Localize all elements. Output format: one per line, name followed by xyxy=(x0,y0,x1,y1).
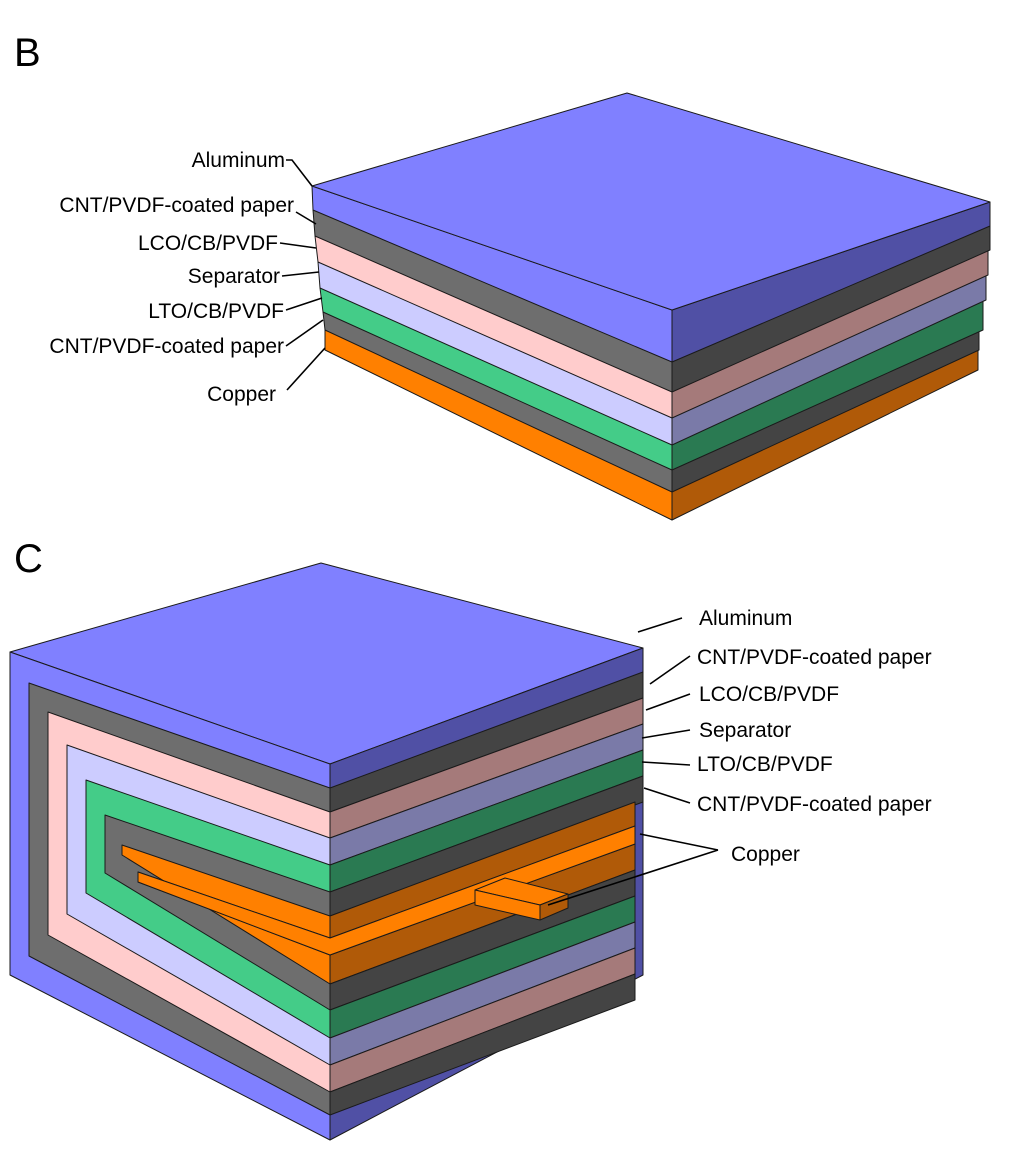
panel-b-stack xyxy=(311,92,991,521)
panel-c-leaders xyxy=(547,617,719,906)
c-leader-lto xyxy=(641,761,691,766)
c-leader-lco xyxy=(645,693,691,711)
b-label-aluminum: Aluminum xyxy=(192,149,285,172)
c-label-lto: LTO/CB/PVDF xyxy=(697,753,833,776)
c-leader-cnt-lower xyxy=(643,787,691,804)
c-copper-inner-strip xyxy=(137,825,636,956)
c-label-cnt-lower: CNT/PVDF-coated paper xyxy=(697,793,932,816)
c-side-cnt-mid xyxy=(329,775,644,917)
panel-b-labels: Aluminum CNT/PVDF-coated paper LCO/CB/PV… xyxy=(49,149,294,406)
c-label-lco: LCO/CB/PVDF xyxy=(699,683,839,706)
b-label-cnt-upper: CNT/PVDF-coated paper xyxy=(59,194,294,217)
b-leader-lco xyxy=(279,242,317,249)
b-aluminum-top xyxy=(311,92,991,311)
c-side-cnt-bottom xyxy=(329,973,636,1116)
c-label-aluminum: Aluminum xyxy=(699,607,792,630)
c-leader-separator xyxy=(641,729,691,739)
panel-c: C xyxy=(9,537,932,1141)
panel-b: B Alum xyxy=(14,31,991,521)
c-label-cnt-upper: CNT/PVDF-coated paper xyxy=(697,646,932,669)
c-leader-cnt-upper xyxy=(649,655,691,685)
b-leader-separator xyxy=(281,271,320,277)
panel-c-labels: Aluminum CNT/PVDF-coated paper LCO/CB/PV… xyxy=(697,607,932,866)
b-leader-lto xyxy=(285,297,323,311)
panel-b-letter: B xyxy=(14,31,41,75)
b-label-lco: LCO/CB/PVDF xyxy=(138,232,278,255)
b-leader-cnt-upper xyxy=(295,211,317,225)
c-leader-copper-1 xyxy=(639,833,719,851)
c-label-separator: Separator xyxy=(699,719,791,742)
panel-b-leaders xyxy=(279,159,326,391)
b-label-lto: LTO/CB/PVDF xyxy=(148,300,284,323)
c-leader-copper-2 xyxy=(547,849,719,906)
c-leader-aluminum xyxy=(637,617,683,633)
b-label-separator: Separator xyxy=(188,265,280,288)
b-label-cnt-lower: CNT/PVDF-coated paper xyxy=(49,335,284,358)
c-label-copper: Copper xyxy=(731,843,800,866)
panel-c-side-layers xyxy=(137,671,644,1116)
b-label-copper: Copper xyxy=(207,383,276,406)
b-leader-aluminum xyxy=(286,159,313,187)
panel-c-letter: C xyxy=(14,537,43,581)
b-leader-cnt-lower xyxy=(285,319,324,347)
b-leader-copper xyxy=(286,347,326,391)
